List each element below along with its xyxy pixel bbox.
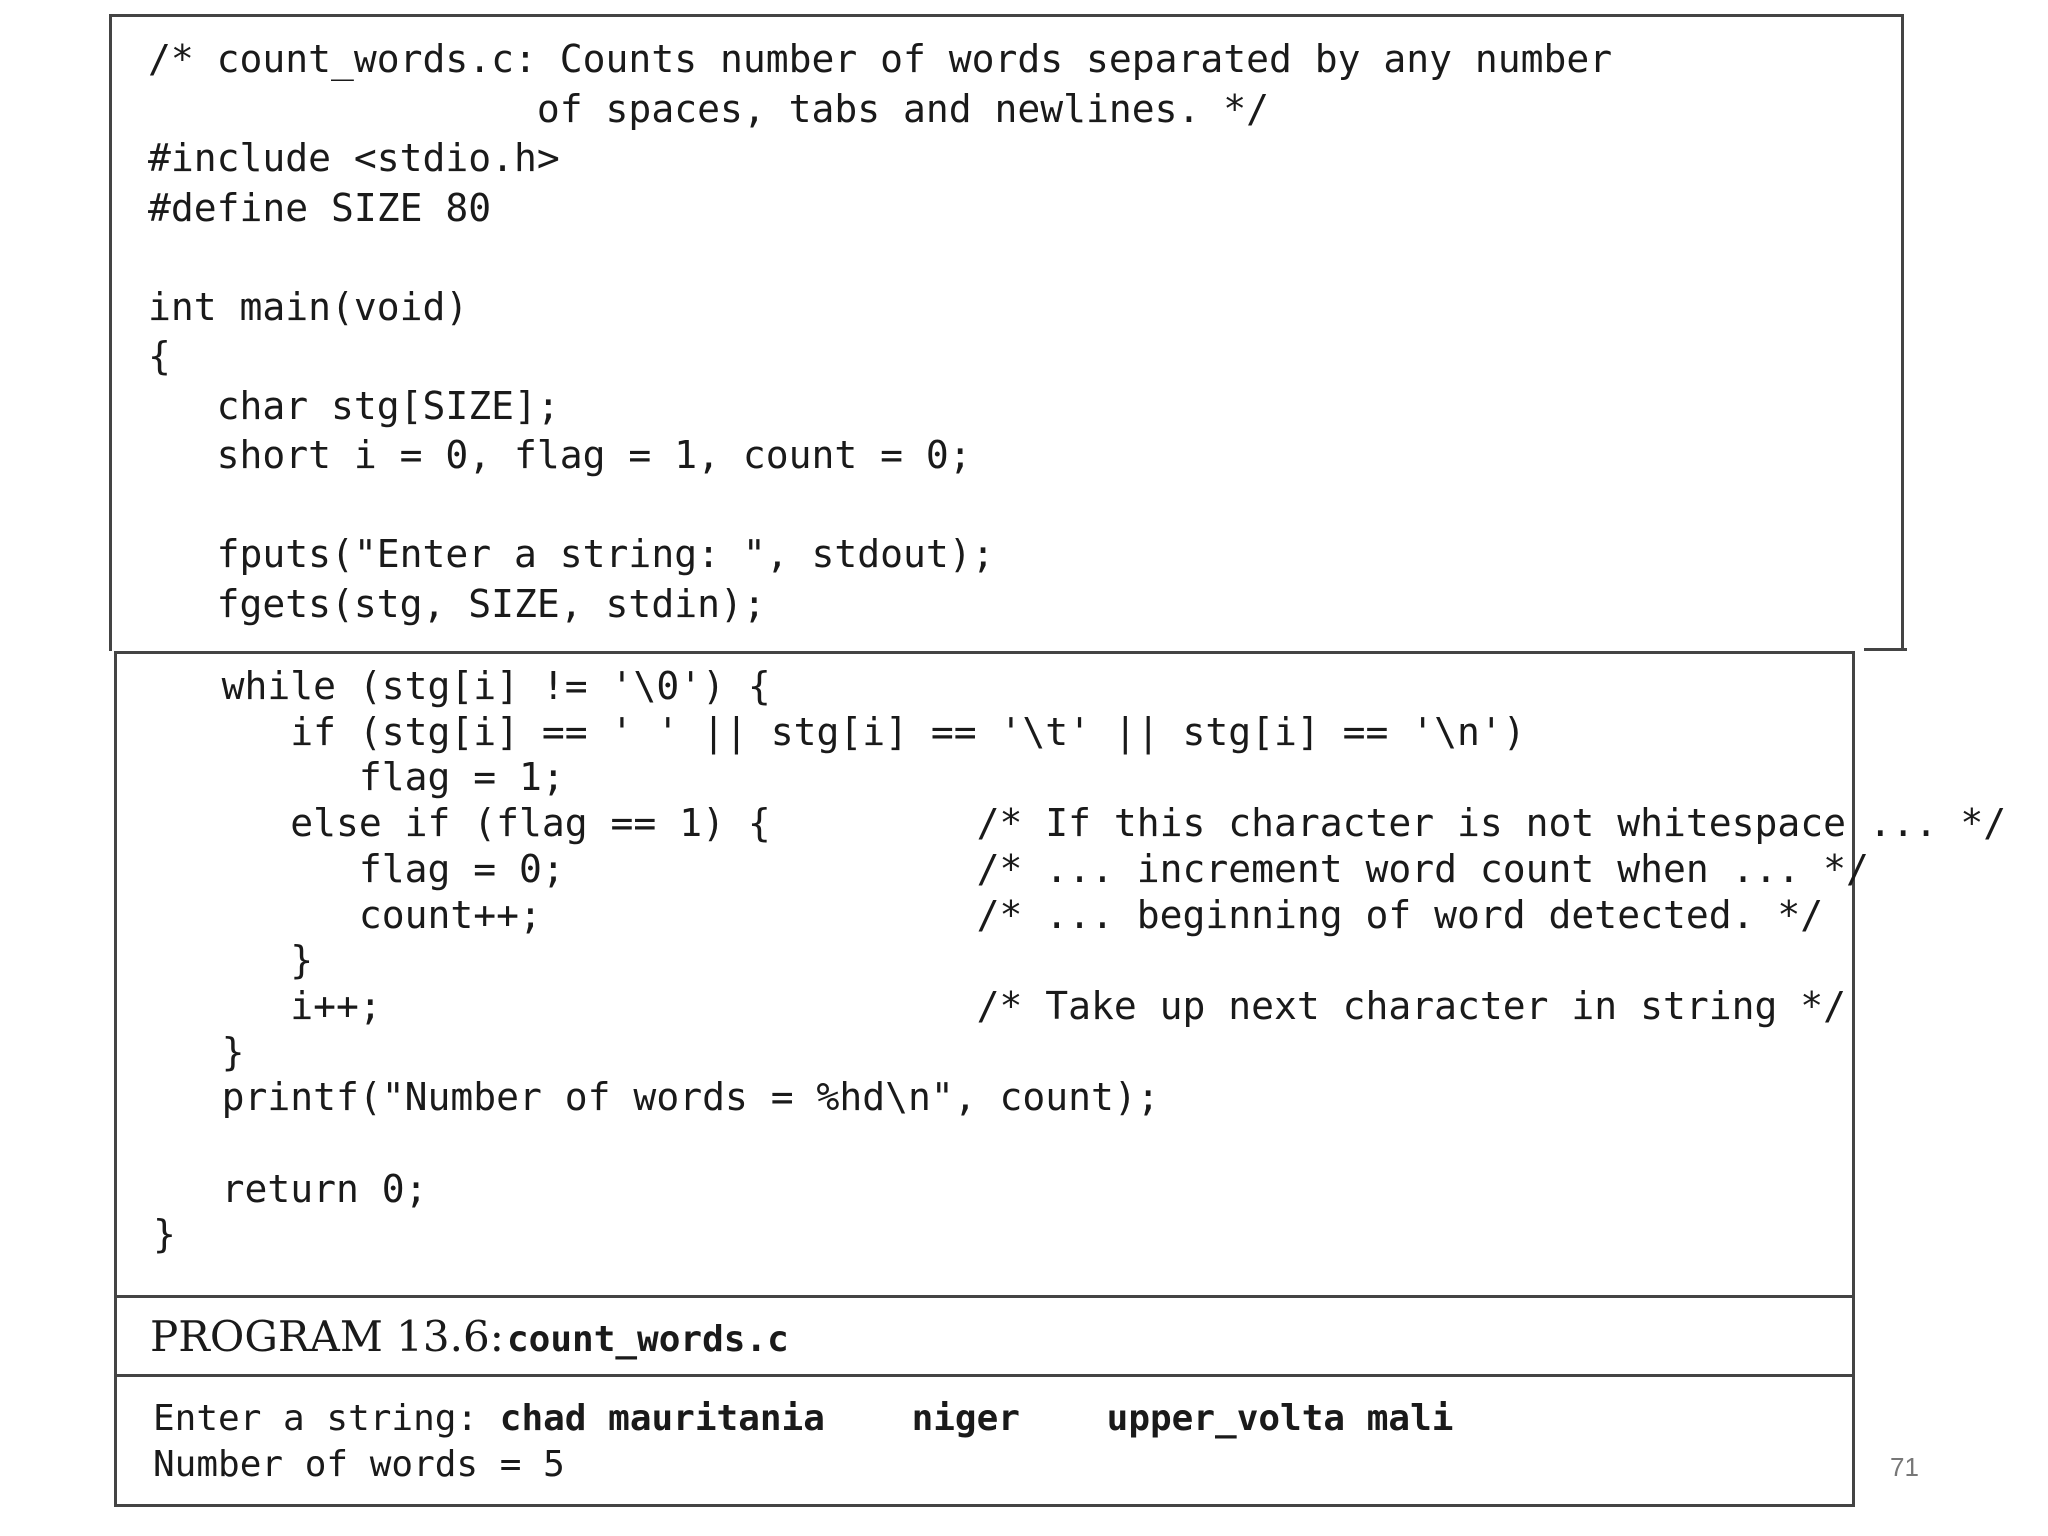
output-result-line: Number of words = 5 <box>153 1444 565 1485</box>
output-input-line: Enter a string: chad mauritania niger up… <box>153 1396 1453 1442</box>
page-number: 71 <box>1890 1452 1919 1482</box>
code-panel-bottom: while (stg[i] != '\0') { if (stg[i] == '… <box>114 651 2006 1507</box>
output-prompt: Enter a string: <box>153 1398 500 1439</box>
caption-label: PROGRAM 13.6: <box>150 1312 504 1361</box>
code-listing-part-2: while (stg[i] != '\0') { if (stg[i] == '… <box>153 664 2007 1257</box>
panel-offset-edge <box>1864 648 1907 651</box>
code-panel-top: /* count_words.c: Counts number of words… <box>109 14 1904 651</box>
code-listing-part-1: /* count_words.c: Counts number of words… <box>148 37 1613 626</box>
program-output: Enter a string: chad mauritania niger up… <box>153 1396 1453 1488</box>
output-user-input: chad mauritania niger upper_volta mali <box>499 1398 1454 1439</box>
caption-filename: count_words.c <box>507 1319 789 1360</box>
program-caption: PROGRAM 13.6: count_words.c <box>117 1295 1852 1377</box>
